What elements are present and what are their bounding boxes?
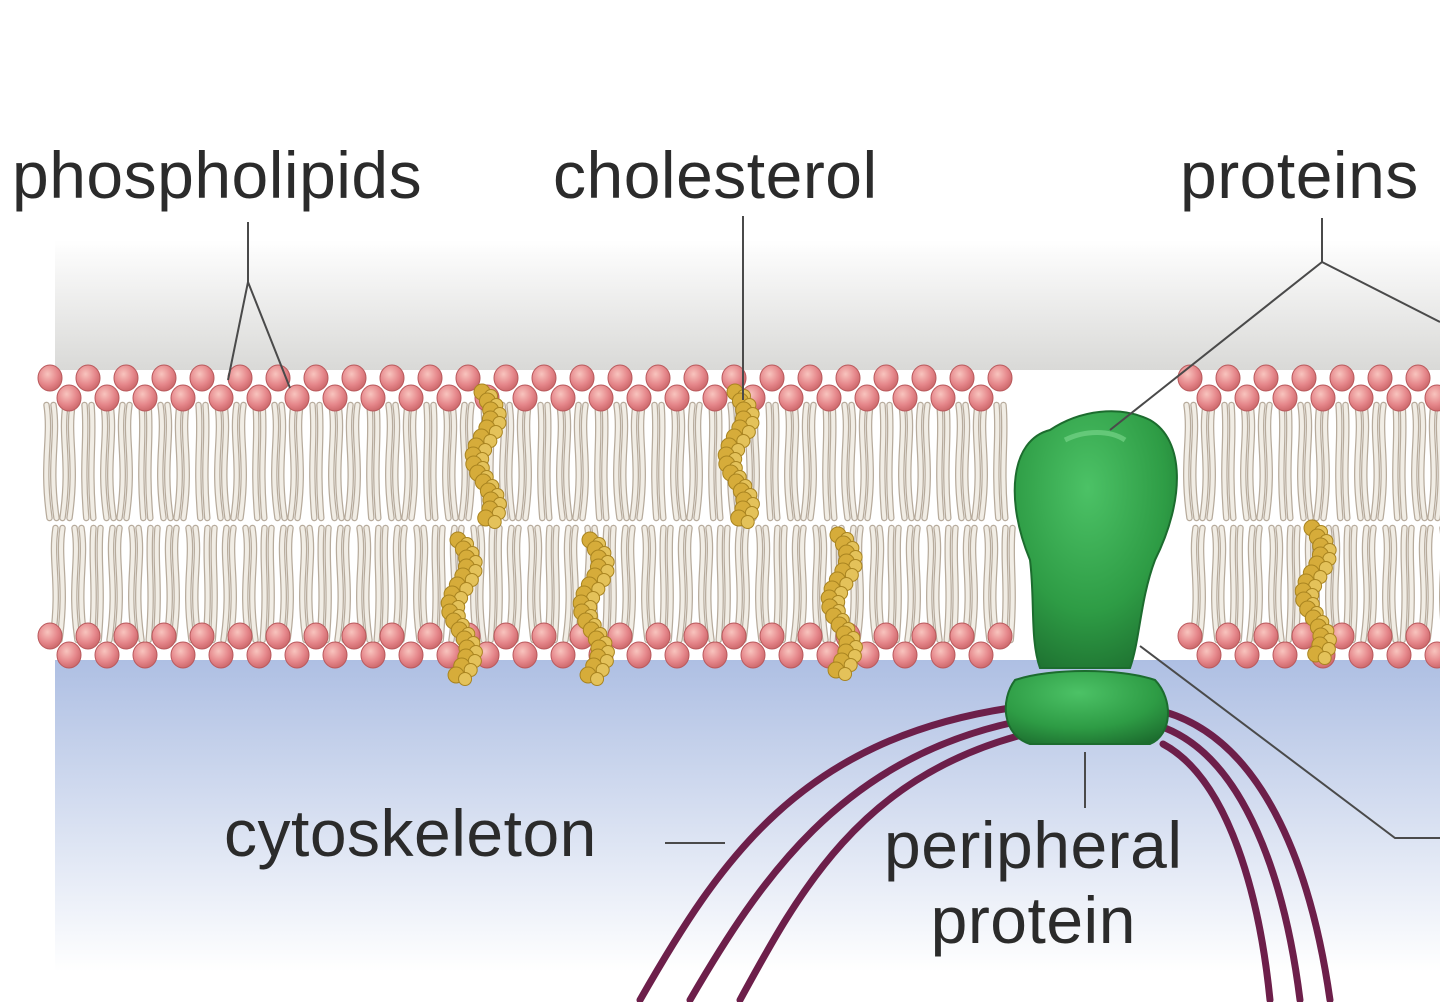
phospholipids-leader <box>227 222 291 389</box>
proteins-leader <box>1109 218 1440 431</box>
cholesterol-molecule <box>717 383 760 529</box>
peripheral-protein <box>1004 670 1169 745</box>
phospholipids-label: phospholipids <box>12 138 423 212</box>
cholesterol-label: cholesterol <box>553 138 878 212</box>
integral-protein <box>1013 410 1178 669</box>
leader-lines <box>227 216 1440 844</box>
cytoplasm-background <box>55 660 1440 972</box>
peripheral-protein-label-line1: peripheral <box>884 808 1183 882</box>
cholesterol-molecule <box>572 531 615 686</box>
cholesterol-molecule <box>440 531 483 686</box>
phospholipid-heads <box>37 364 1440 669</box>
peripheral-protein-label-line2: protein <box>930 883 1136 958</box>
cholesterol-molecules <box>440 383 1337 686</box>
peripheral-protein-label: peripheral protein <box>884 808 1183 958</box>
cholesterol-molecule <box>1294 519 1337 665</box>
cytoskeleton-label: cytoskeleton <box>224 796 597 870</box>
integral-protein-leader <box>1139 645 1440 839</box>
proteins-label: proteins <box>1180 138 1419 212</box>
lipid-tails <box>43 401 1440 644</box>
cytoskeleton-fibres <box>636 704 1334 1002</box>
extracellular-background <box>55 240 1440 370</box>
cholesterol-molecule <box>464 383 507 529</box>
cholesterol-molecule <box>820 526 863 681</box>
